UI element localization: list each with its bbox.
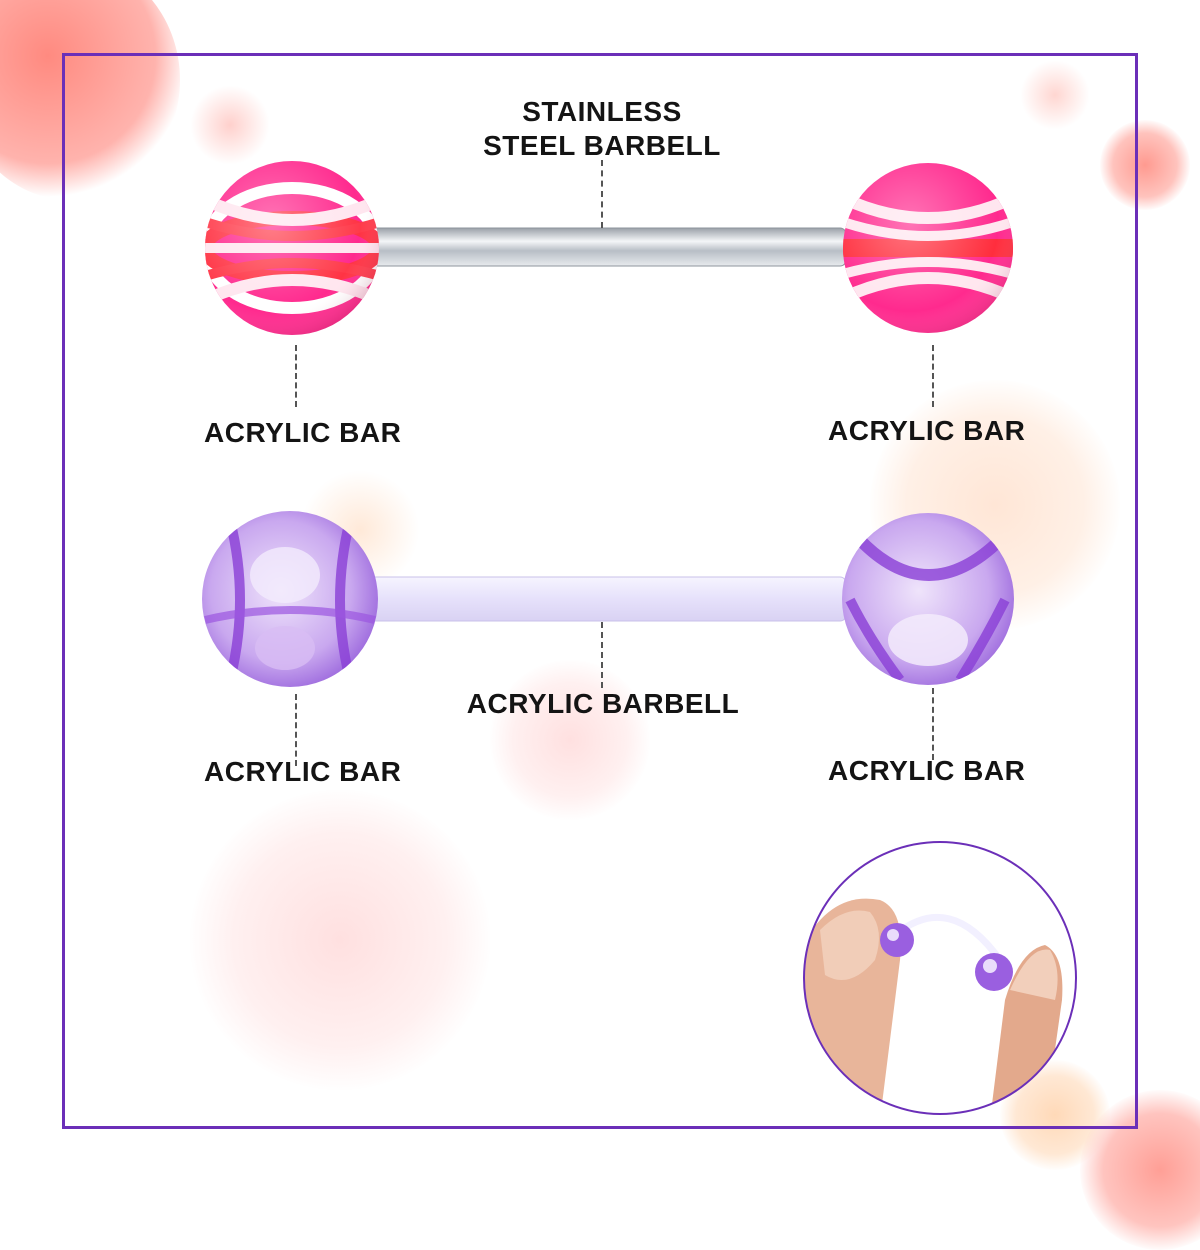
stainless-steel-barbell-label: STAINLESS STEEL BARBELL	[483, 95, 721, 163]
label-line: STAINLESS	[522, 96, 682, 127]
inset-photo	[804, 842, 1076, 1114]
acrylic-barbell-label: ACRYLIC BARBELL	[466, 688, 740, 719]
leader-line	[601, 160, 603, 228]
label-line: STEEL BARBELL	[483, 130, 721, 161]
acrylic-bar-label-bottom-left: ACRYLIC BAR	[204, 756, 402, 787]
leader-line	[295, 694, 297, 766]
acrylic-bar-label-top-right: ACRYLIC BAR	[828, 415, 1026, 446]
leader-line	[932, 688, 934, 760]
acrylic-bar-label-top-left: ACRYLIC BAR	[204, 417, 402, 448]
leader-line	[295, 345, 297, 407]
acrylic-bar-label-bottom-right: ACRYLIC BAR	[828, 755, 1026, 786]
leader-line	[601, 622, 603, 688]
barbell-illustration	[202, 161, 1077, 1115]
purple-frame	[62, 53, 1138, 1129]
leader-line	[932, 345, 934, 407]
